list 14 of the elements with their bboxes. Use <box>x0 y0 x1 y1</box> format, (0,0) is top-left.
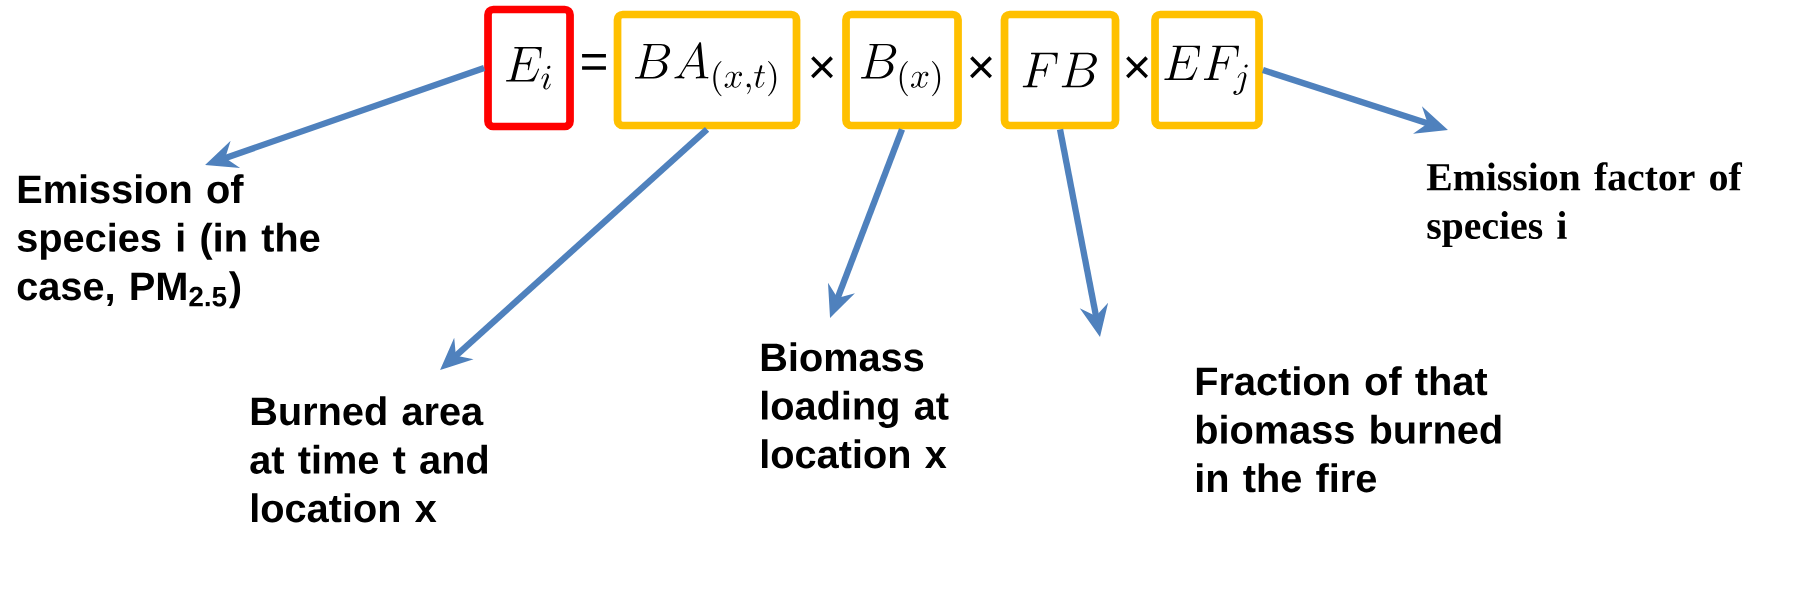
description-text: Burned area at time t and location x <box>250 396 488 523</box>
formula-box: $E_i$ <box>484 5 574 131</box>
operator-sign: × <box>1126 56 1148 79</box>
formula-box: $EF_j$ <box>1151 10 1263 130</box>
description-text: Emission factor of species i <box>1426 162 1743 248</box>
formula-box: $B_{(x)}$ <box>842 10 962 130</box>
formula-box: $FB$ <box>1000 10 1120 130</box>
description-text: Emission of species i (in the case, PM$_{2.5}$) <box>17 174 320 309</box>
description-text: Fraction of that biomass burned in the fire <box>1196 366 1501 493</box>
operator-sign: × <box>811 56 833 79</box>
description-text: Biomass loading at location x <box>761 342 949 469</box>
operator-sign: × <box>970 56 992 79</box>
operator-sign: = <box>582 53 606 70</box>
formula-box: $BA_{(x,t)}$ <box>613 10 801 130</box>
